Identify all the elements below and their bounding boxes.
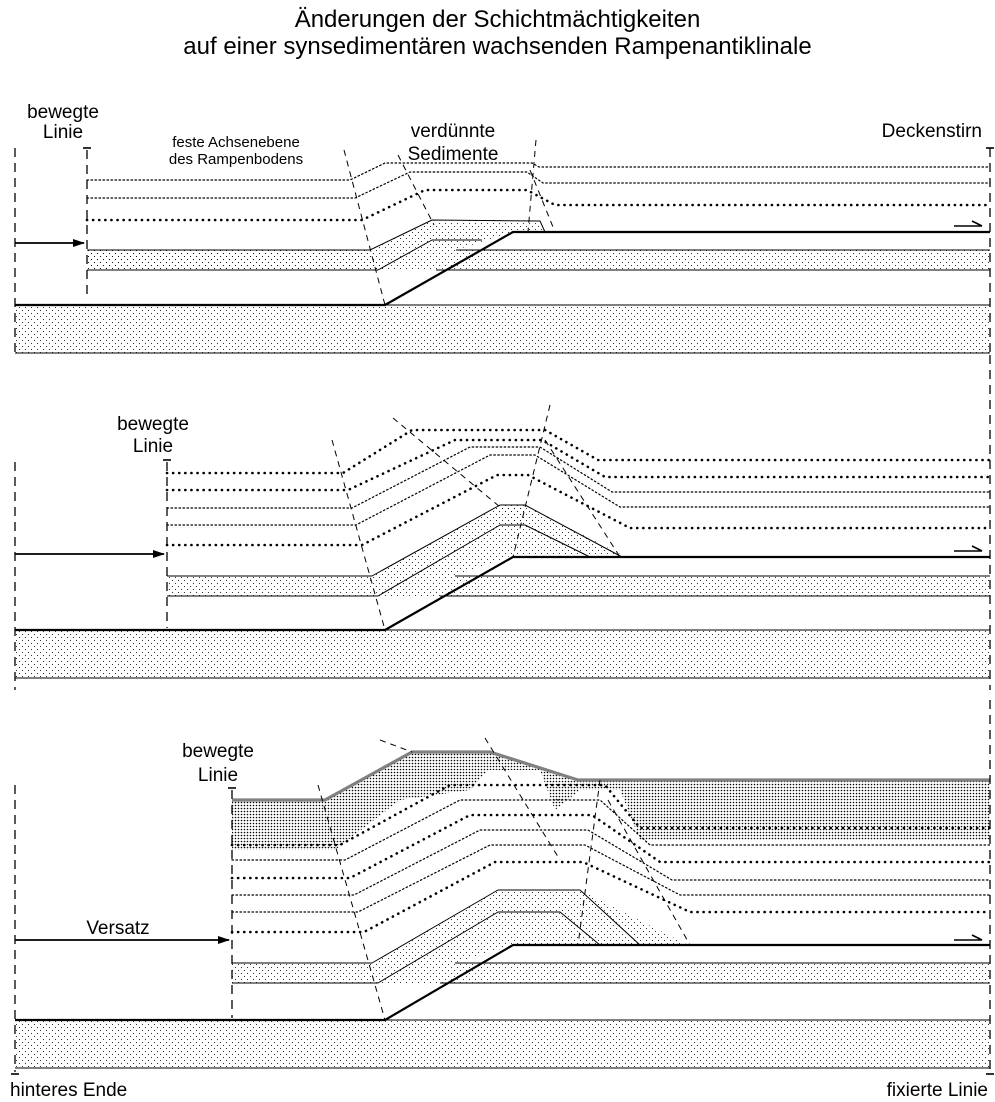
panel2-stipple-footwall [167,576,378,596]
panel3-basement-band [15,1020,990,1068]
panel2-stipple-crest [498,507,525,525]
panel1-dotted-bed-2 [86,162,991,181]
panel2-stipple-ramp [372,505,622,596]
panel2-marker-bed-top [165,428,992,475]
panel2-slip-arrow [954,545,983,552]
thinned-sediments-label-2: Sedimente [408,144,499,165]
panel3-bed-1 [232,889,641,964]
moved-line-label-top: bewegte [27,102,99,123]
panel2-stipple-hanging [440,576,990,596]
panel-2-layers [14,355,992,690]
panel3-slip-arrow [954,934,983,941]
panel3-stipple-ramp [372,890,688,983]
panel2-dotted-bed-2 [166,446,991,509]
panel2-axial-plane-1 [331,439,386,631]
panel3-axial-plane-4 [577,779,601,946]
panel2-axial-plane-2 [392,417,501,508]
panel3-axial-plane-2 [379,739,413,753]
panel3-dotted-bed-2 [231,829,991,896]
panel3-axial-plane-3 [484,737,561,861]
nappe-front-label: Deckenstirn [882,121,982,142]
rear-end-label: hinteres Ende [10,1080,127,1101]
panel3-axial-plane-5 [607,799,691,946]
offset-label: Versatz [86,918,149,939]
panel2-bed-1 [167,504,623,577]
axial-plane-label-2: des Rampenbodens [169,151,303,168]
panel1-dotted-bed-1 [86,171,991,199]
panel1-thrust-fault [15,230,990,307]
basement-band [15,305,990,353]
moved-line-label-mid-2: Linie [133,436,173,457]
panel3-marker-bed-1 [230,860,992,934]
panel1-axial-plane-2 [397,154,435,226]
panel2-axial-plane-3 [512,404,551,558]
panel2-thrust-fault [15,555,990,632]
panel1-bed-2 [87,239,482,271]
panel3-stipple-footwall [232,963,378,983]
panel3-dotted-bed-3 [231,799,991,861]
moved-line-label-mid: bewegte [117,414,189,435]
panel3-growth-surface [232,750,990,802]
panel2-bed-2 [167,524,591,597]
panel-1-layers [14,139,994,354]
panel1-stipple-footwall [87,250,377,270]
panel1-axial-plane-4 [529,169,556,233]
panel1-axial-plane-1 [343,149,386,306]
panel1-axial-plane-3 [527,139,537,233]
panel3-growth-strata [232,752,990,850]
thinned-sediments-label: verdünnte [411,121,496,142]
figure-title: Änderungen der Schichtmächtigkeiten auf … [0,6,995,60]
panel2-axial-plane-4 [544,439,621,558]
panel3-marker-bed-2 [230,813,992,880]
panel1-marker-bed [85,188,992,222]
panel1-slip-arrow [954,220,983,227]
axial-plane-label: feste Achsenebene [172,134,300,151]
panel3-marker-bed-3 [230,783,992,847]
moved-line-label-bottom-2: Linie [198,765,238,786]
panel2-dotted-bed-1 [166,454,991,526]
panel3-dotted-bed-1 [231,844,991,913]
panel3-bed-2 [232,911,601,984]
panel3-stipple-hanging [440,963,990,983]
panel1-bed-1 [87,219,546,251]
title-line-2: auf einer synsedimentären wachsenden Ram… [183,33,812,60]
title-line-1: Änderungen der Schichtmächtigkeiten [294,6,701,33]
panel3-axial-plane-1 [317,784,386,1021]
moved-line-label-bottom: bewegte [182,741,254,762]
panel-3-layers [11,700,994,1075]
panel1-stipple-ramp [371,221,545,270]
panel2-marker-bed-upper [165,438,992,492]
moved-line-label-top-2: Linie [43,122,83,143]
panel1-stipple-hanging [436,250,990,270]
fixed-line-label: fixierte Linie [887,1080,988,1101]
panel2-basement-band [15,630,990,678]
